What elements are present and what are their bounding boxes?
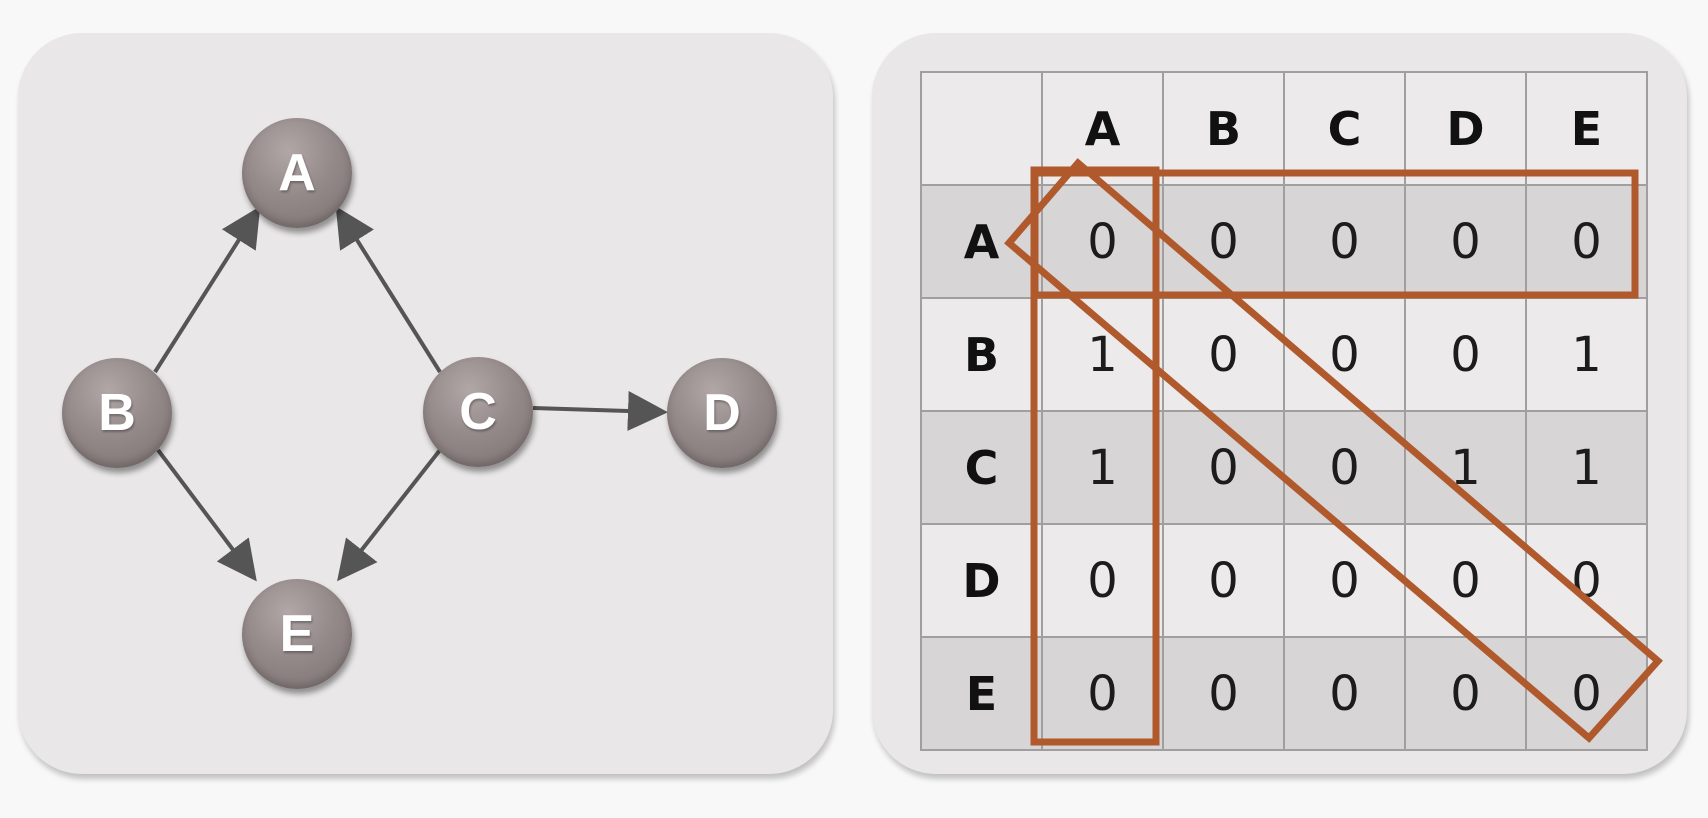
matrix-cell: 0	[1404, 297, 1527, 412]
matrix-cell: 0	[1283, 636, 1406, 751]
matrix-cell: 0	[1283, 410, 1406, 525]
matrix-cell: 1	[1404, 410, 1527, 525]
graph-node-e: E	[242, 579, 352, 689]
node-label-a: A	[278, 144, 316, 202]
matrix-cell: 1	[1525, 297, 1648, 412]
matrix-cell: 0	[1041, 184, 1164, 299]
matrix-cell: 0	[1525, 184, 1648, 299]
matrix-row-e: E 0 0 0 0 0	[920, 636, 1648, 751]
matrix-cell: 0	[1283, 297, 1406, 412]
matrix-cell: 0	[1162, 636, 1285, 751]
node-label-b: B	[98, 384, 136, 442]
graph-node-a: A	[242, 118, 352, 228]
adjacency-matrix: A B C D E A 0 0 0 0 0 B 1 0 0 0 1 C 1 0 …	[920, 71, 1648, 751]
node-label-d: D	[703, 384, 741, 442]
matrix-cell: 0	[1162, 184, 1285, 299]
column-header-e: E	[1525, 71, 1648, 186]
graph-node-b: B	[62, 358, 172, 468]
graph-node-c: C	[423, 357, 533, 467]
column-header-b: B	[1162, 71, 1285, 186]
matrix-cell: 1	[1041, 297, 1164, 412]
matrix-cell: 0	[1041, 523, 1164, 638]
graph-node-d: D	[667, 358, 777, 468]
node-label-c: C	[459, 383, 497, 441]
matrix-cell: 0	[1283, 523, 1406, 638]
row-header-b: B	[920, 297, 1043, 412]
matrix-corner-cell	[920, 71, 1043, 186]
matrix-cell: 0	[1404, 523, 1527, 638]
row-header-a: A	[920, 184, 1043, 299]
matrix-header-row: A B C D E	[920, 71, 1648, 186]
row-header-d: D	[920, 523, 1043, 638]
matrix-cell: 0	[1041, 636, 1164, 751]
matrix-row-c: C 1 0 0 1 1	[920, 410, 1648, 525]
column-header-d: D	[1404, 71, 1527, 186]
row-header-c: C	[920, 410, 1043, 525]
column-header-a: A	[1041, 71, 1164, 186]
node-label-e: E	[279, 605, 315, 663]
matrix-cell: 0	[1525, 636, 1648, 751]
matrix-cell: 0	[1404, 184, 1527, 299]
matrix-cell: 0	[1283, 184, 1406, 299]
matrix-row-d: D 0 0 0 0 0	[920, 523, 1648, 638]
row-header-e: E	[920, 636, 1043, 751]
column-header-c: C	[1283, 71, 1406, 186]
matrix-cell: 0	[1162, 297, 1285, 412]
matrix-row-a: A 0 0 0 0 0	[920, 184, 1648, 299]
matrix-row-b: B 1 0 0 0 1	[920, 297, 1648, 412]
matrix-cell: 0	[1162, 410, 1285, 525]
matrix-cell: 0	[1162, 523, 1285, 638]
matrix-cell: 0	[1525, 523, 1648, 638]
matrix-cell: 1	[1041, 410, 1164, 525]
matrix-cell: 1	[1525, 410, 1648, 525]
matrix-cell: 0	[1404, 636, 1527, 751]
